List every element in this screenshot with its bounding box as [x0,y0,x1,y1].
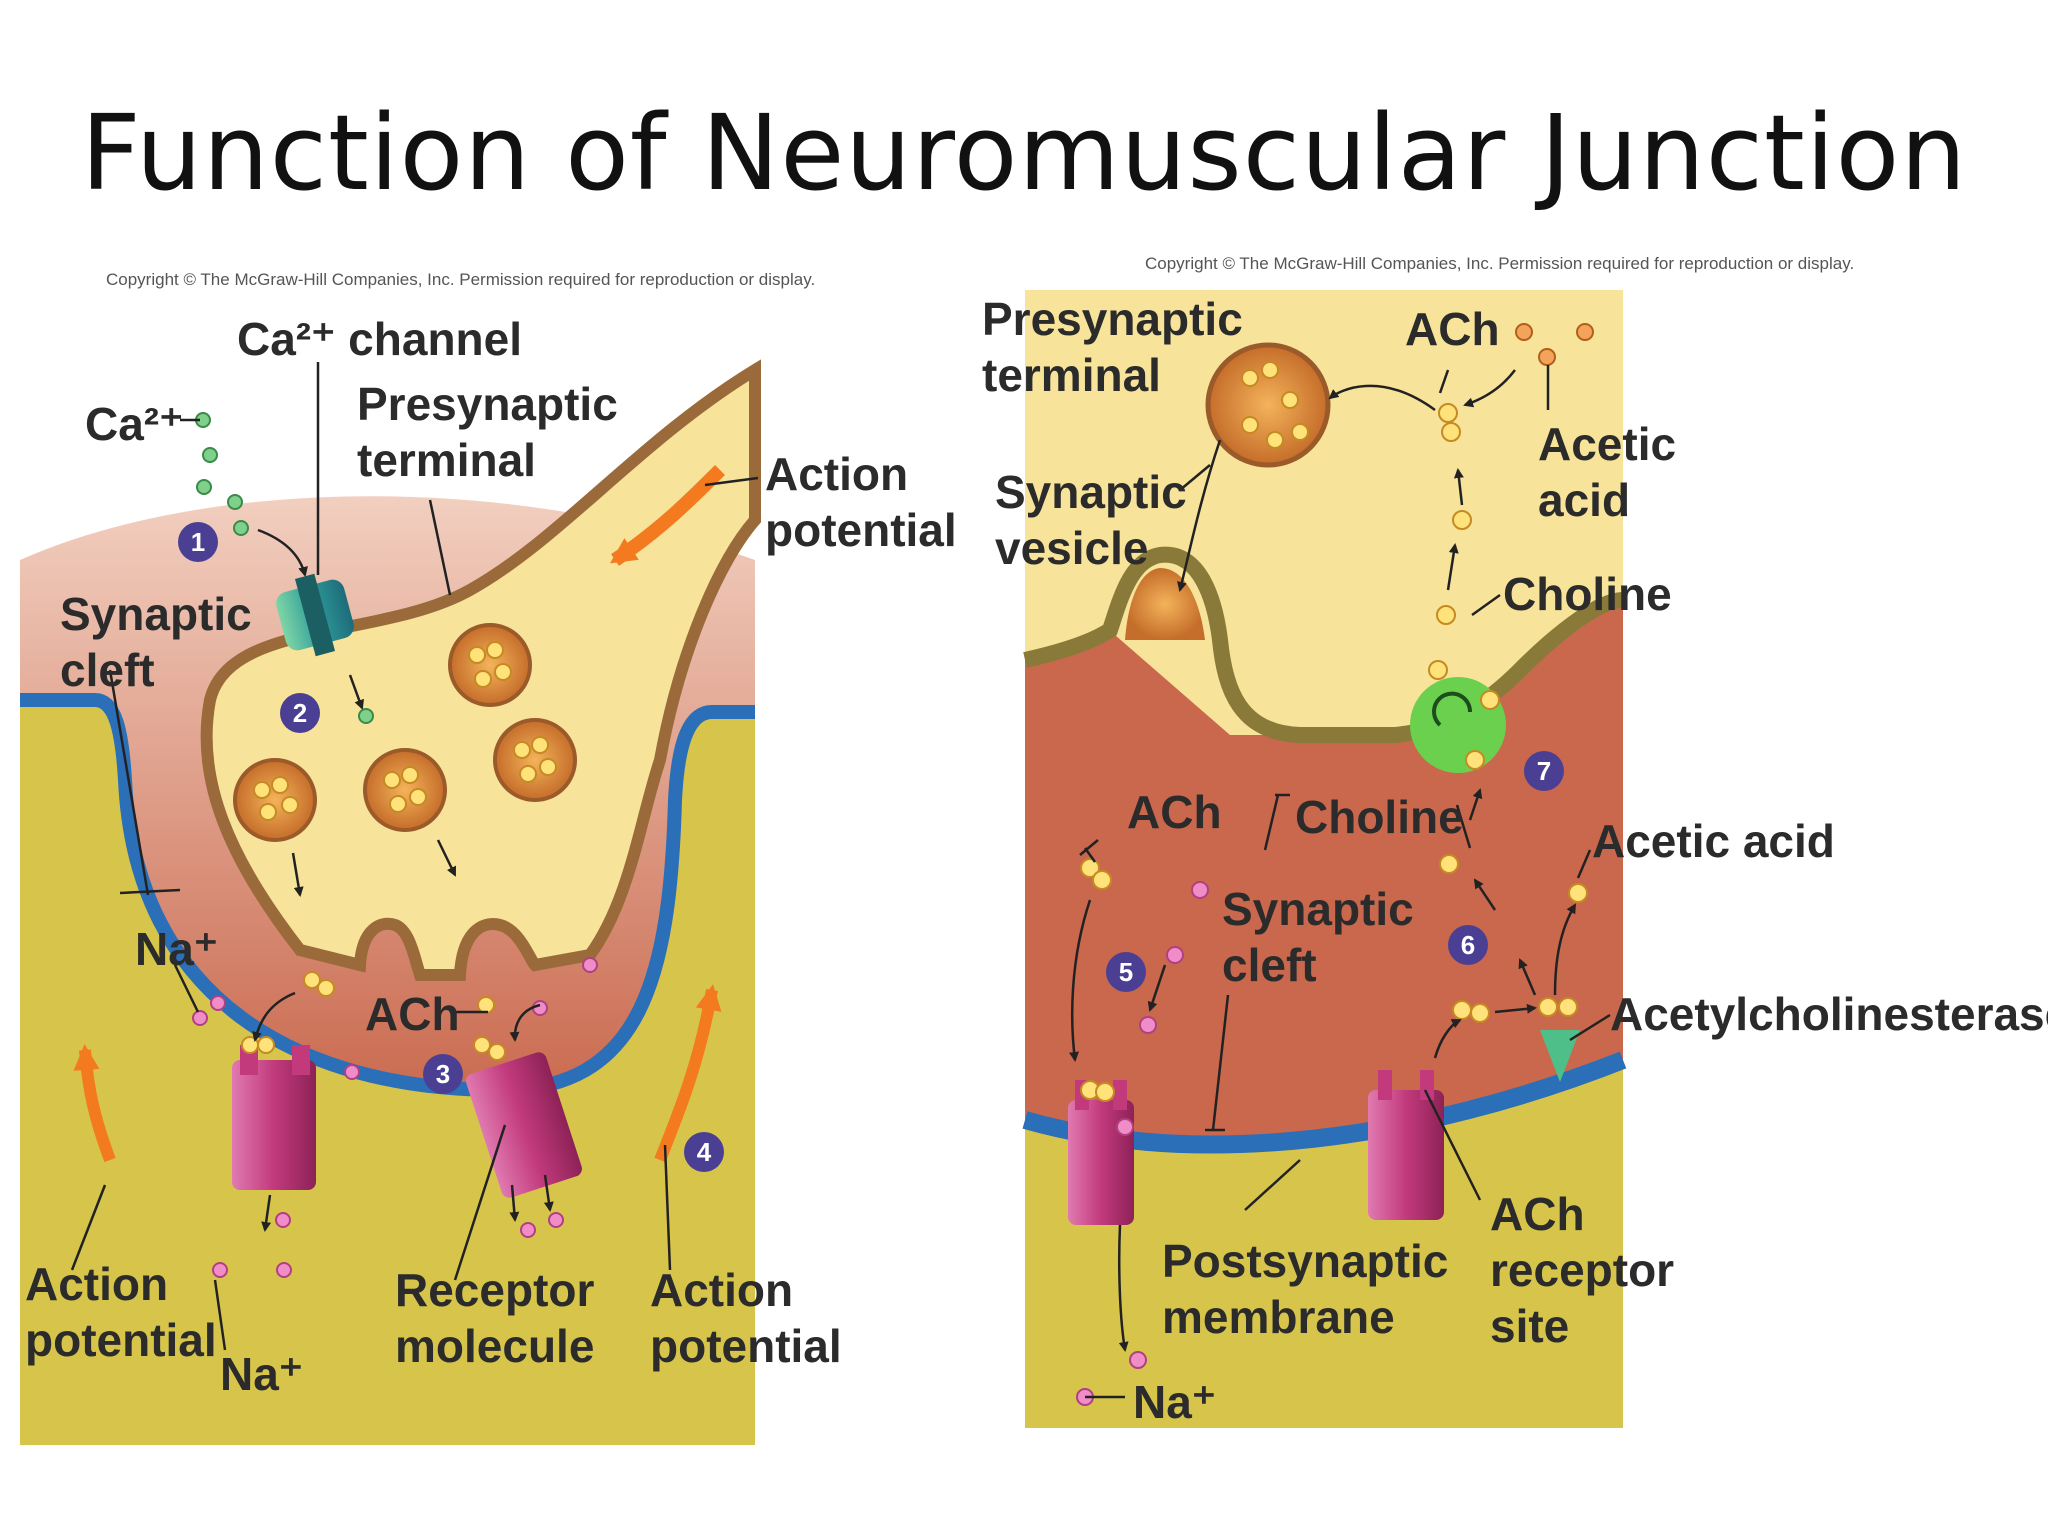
svg-text:2: 2 [293,698,307,728]
label-na-bottom-right: Na⁺ [1133,1376,1216,1428]
step-marker-4: 4 [684,1132,724,1172]
svg-text:4: 4 [697,1137,712,1167]
acetic-acid-molecules-right [1515,323,1594,366]
svg-text:5: 5 [1119,957,1133,987]
presynaptic-membrane-right [1023,546,1624,743]
copyright-notice-left: Copyright © The McGraw-Hill Companies, I… [106,270,816,289]
label-synaptic-vesicle-1: Synaptic [995,466,1187,518]
action-potential-arrow-left [73,1044,116,1163]
label-ach-mid-right: ACh [1127,786,1222,838]
label-acetic-acid-top-1: Acetic [1538,418,1676,470]
step-marker-5: 5 [1106,952,1146,992]
pathway-arrows-left [252,528,554,1232]
label-ca-ion: Ca²⁺ [85,398,183,450]
label-synaptic-vesicle-2: vesicle [995,522,1148,574]
label-action-potential-top-2: potential [765,504,957,556]
label-synaptic-cleft-right-2: cleft [1222,939,1317,991]
label-ach-receptor-site-1: ACh [1490,1188,1585,1240]
step-marker-3: 3 [423,1054,463,1094]
step-marker-7: 7 [1524,751,1564,791]
label-postsynaptic-membrane-1: Postsynaptic [1162,1235,1448,1287]
label-postsynaptic-membrane-2: membrane [1162,1291,1395,1343]
step-marker-1: 1 [178,522,218,562]
label-ach-top-right: ACh [1405,303,1500,355]
label-receptor-molecule-2: molecule [395,1320,594,1372]
label-presynaptic-terminal-right-2: terminal [982,349,1161,401]
svg-text:7: 7 [1537,756,1551,786]
label-action-potential-right-2: potential [650,1320,842,1372]
label-acetic-acid-top-2: acid [1538,474,1630,526]
label-action-potential-top-1: Action [765,448,908,500]
leader-lines-right [1079,365,1611,1399]
ach-molecules-right [1080,403,1588,1102]
receptor-molecule-left-1 [232,1045,316,1190]
right-panel: 5 6 7 Presynaptic terminal ACh Acetic ac… [982,290,2048,1428]
label-presynaptic-terminal-right-1: Presynaptic [982,293,1243,345]
label-ca-channel: Ca²⁺ channel [237,313,522,365]
label-action-potential-left-1: Action [25,1258,168,1310]
label-action-potential-left-2: potential [25,1314,217,1366]
label-ach-left: ACh [365,988,460,1040]
label-synaptic-cleft-right-1: Synaptic [1222,883,1414,935]
label-na-bottom-left: Na⁺ [220,1348,303,1400]
copyright-notice-right: Copyright © The McGraw-Hill Companies, I… [1145,254,1855,273]
label-choline-top: Choline [1503,568,1672,620]
ach-molecules-left [241,971,506,1061]
step-marker-2: 2 [280,693,320,733]
label-synaptic-cleft-2: cleft [60,644,155,696]
label-na-left: Na⁺ [135,923,218,975]
left-panel: 1 2 3 4 Ca²⁺ channel Ca²⁺ Presynaptic te… [20,300,957,1445]
sodium-ions-left [192,957,598,1278]
action-potential-arrow-top [610,465,725,566]
label-acetic-acid-mid: Acetic acid [1592,815,1835,867]
label-choline-mid: Choline [1295,791,1464,843]
label-receptor-molecule-1: Receptor [395,1264,594,1316]
step-marker-6: 6 [1448,925,1488,965]
synaptic-vesicles-left [233,623,577,842]
muscle-fiber-left [20,700,755,1445]
label-presynaptic-terminal-2: terminal [357,434,536,486]
svg-text:3: 3 [436,1059,450,1089]
label-acetylcholinesterase: Acetylcholinesterase [1610,988,2048,1040]
synaptic-vesicle-right [1205,342,1331,468]
label-synaptic-cleft-1: Synaptic [60,588,252,640]
ach-receptor-right-1 [1068,1080,1134,1225]
ach-receptor-right-2 [1368,1070,1444,1220]
calcium-channel [276,573,354,657]
label-action-potential-right-1: Action [650,1264,793,1316]
action-potential-arrow-right [654,984,722,1163]
label-ach-receptor-site-3: site [1490,1300,1569,1352]
receptor-molecule-left-2 [466,1052,582,1198]
calcium-ions [195,412,374,724]
pathway-arrows-right [1069,369,1577,1352]
acetylcholinesterase-enzyme [1540,1030,1580,1082]
svg-text:1: 1 [191,527,205,557]
leader-lines-left [70,362,759,1351]
label-presynaptic-terminal-1: Presynaptic [357,378,618,430]
slide-title: Function of Neuromuscular Junction [80,92,1968,214]
label-ach-receptor-site-2: receptor [1490,1244,1674,1296]
svg-text:6: 6 [1461,930,1475,960]
